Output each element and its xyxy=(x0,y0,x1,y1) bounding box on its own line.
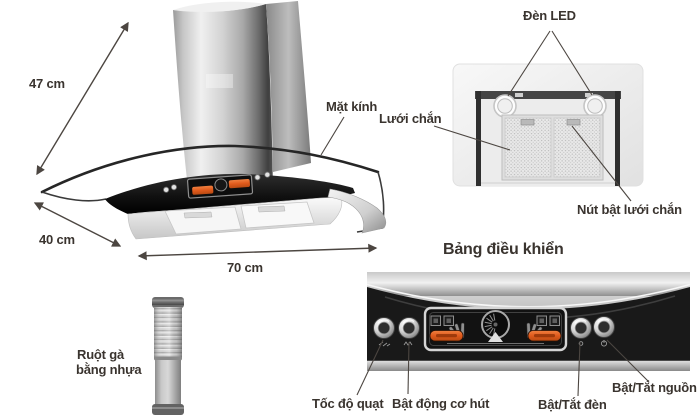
height-dimension-label: 47 cm xyxy=(29,76,65,91)
mesh-latch-left xyxy=(520,119,535,126)
motor-button xyxy=(398,317,420,339)
led-lamp-left xyxy=(493,94,517,118)
hood-underside-view xyxy=(433,30,644,202)
fan-speed-leader-line xyxy=(356,339,384,396)
hood-front-view xyxy=(33,1,387,261)
led-label: Đèn LED xyxy=(523,8,576,23)
light-leader-line xyxy=(577,341,581,397)
hood-end-cap xyxy=(327,188,387,234)
mesh-button-label: Nút bật lưới chắn xyxy=(577,202,682,217)
mesh-label: Lưới chắn xyxy=(379,111,442,126)
display-square-marks xyxy=(433,318,557,323)
underside-frame-right xyxy=(615,91,620,186)
led-leader-line-right xyxy=(551,30,593,96)
width-dimension-arrow xyxy=(137,243,378,261)
mesh-filter-left xyxy=(504,117,552,178)
chimney-front xyxy=(173,4,273,196)
duct-bottom-ridge xyxy=(152,407,184,409)
depth-dimension-arrow xyxy=(33,202,122,247)
chimney-side xyxy=(266,1,311,172)
duct-bottom-cap xyxy=(152,404,184,415)
glass-left-edge xyxy=(41,191,107,202)
flex-duct xyxy=(152,297,184,415)
led-leader-line-left xyxy=(507,30,551,97)
power-button xyxy=(593,316,615,338)
underside-frame-top xyxy=(475,91,621,99)
chimney-top-lip xyxy=(173,1,266,12)
hood-control-cluster xyxy=(163,171,271,199)
duct-top-ridge xyxy=(152,299,184,302)
underside-frame-left xyxy=(476,91,481,186)
display-pointer xyxy=(488,332,503,342)
duct-top-shadow xyxy=(152,303,184,305)
duct-top-cap xyxy=(152,297,184,308)
panel-top-band xyxy=(367,272,690,296)
panel-dome-highlight xyxy=(366,283,691,308)
chimney-sticker xyxy=(206,74,233,88)
power-leader-line xyxy=(606,339,650,383)
filter-left xyxy=(164,206,242,235)
mesh-filter-right xyxy=(553,117,601,178)
underside-screw-left xyxy=(515,93,523,97)
mesh-leader-line xyxy=(433,125,511,151)
control-panel-title: Bảng điều khiển xyxy=(443,241,564,258)
glass-leader-line xyxy=(320,116,345,156)
filter-left-handle xyxy=(183,211,213,219)
display-orange-right-text xyxy=(534,334,555,338)
panel-bottom-strip xyxy=(367,360,690,371)
underside-screw-right xyxy=(585,93,593,97)
control-panel-view xyxy=(356,272,691,397)
fan-speed-button xyxy=(373,317,395,339)
height-dimension-arrow xyxy=(36,21,129,176)
filter-right-handle xyxy=(257,205,286,213)
led-lamp-right xyxy=(583,94,607,118)
light-button xyxy=(570,317,592,339)
duct-smooth-section xyxy=(155,360,181,406)
filter-right xyxy=(240,201,315,229)
display-orange-left-text xyxy=(436,334,457,338)
motor-label: Bật động cơ hút xyxy=(392,396,490,411)
mesh-latch-right xyxy=(566,119,581,126)
fan-speed-label: Tốc độ quạt xyxy=(312,396,384,411)
light-icon xyxy=(578,341,584,346)
depth-dimension-label: 40 cm xyxy=(39,232,75,247)
motor-icon xyxy=(403,341,413,346)
glass-label: Mặt kính xyxy=(326,99,378,114)
duct-corrugated-shade xyxy=(154,307,182,359)
motor-leader-line xyxy=(407,341,410,395)
light-label: Bật/Tắt đèn xyxy=(538,397,607,412)
width-dimension-label: 70 cm xyxy=(227,260,263,275)
power-icon xyxy=(600,340,608,347)
power-label: Bật/Tắt nguồn xyxy=(612,380,697,395)
mesh-button-leader-line xyxy=(571,125,632,202)
duct-label-line1: Ruột gà xyxy=(77,347,124,362)
panel-display xyxy=(423,306,568,352)
duct-label-line2: bằng nhựa xyxy=(76,362,142,377)
duct-seam xyxy=(154,356,182,361)
